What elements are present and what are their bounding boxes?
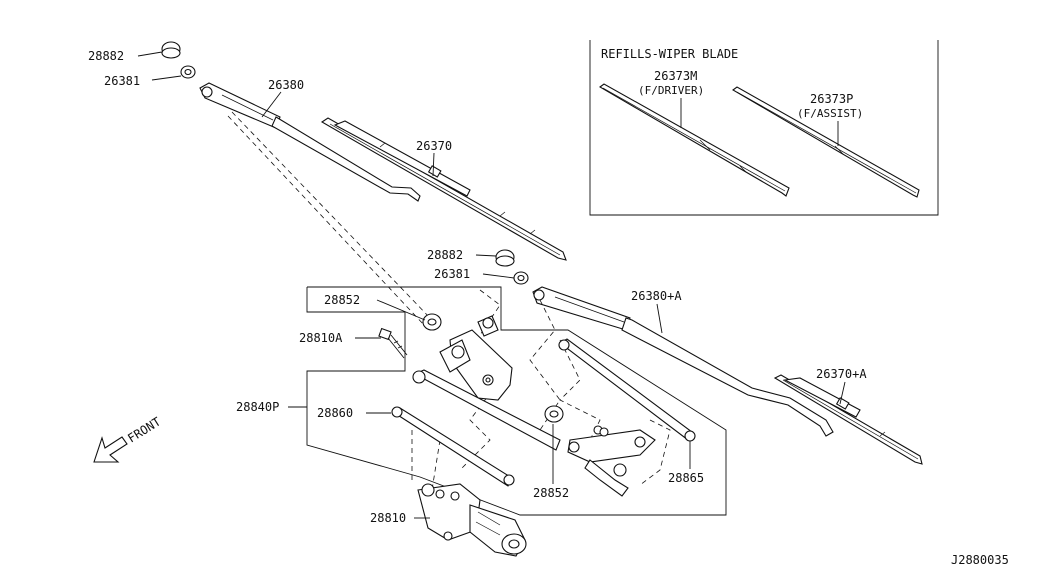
leader-nut-top	[151, 75, 182, 81]
bolt-part	[378, 327, 408, 359]
callout-arm-assist: 26380+A	[631, 289, 682, 303]
callout-pivot-lower: 28852	[533, 486, 569, 500]
leader-nut-mid	[482, 273, 515, 279]
rod-part	[391, 406, 515, 487]
refill-driver-part-number: 26373M	[654, 69, 697, 83]
refill-driver-note: (F/DRIVER)	[638, 84, 704, 97]
pivot-lower-part	[544, 405, 564, 423]
callout-arm-driver: 26380	[268, 78, 304, 92]
wiper-motor-part	[417, 483, 527, 557]
nut-mid-part	[513, 271, 529, 285]
front-label: FRONT	[125, 415, 163, 446]
leader-arm-driver	[261, 91, 282, 118]
refills-inset: REFILLS-WIPER BLADE 26373M (F/DRIVER) 26…	[589, 40, 939, 216]
callout-linkage-assembly: 28840P	[236, 400, 279, 414]
wiper-arm-assist	[532, 286, 834, 437]
refill-strip-assist	[732, 86, 920, 198]
nut-top-part	[180, 65, 196, 79]
cap-mid-part	[495, 249, 515, 267]
cap-top-part	[161, 41, 181, 59]
refills-title: REFILLS-WIPER BLADE	[601, 47, 738, 61]
callout-cap-mid: 28882	[427, 248, 463, 262]
leader-cap-mid	[475, 254, 497, 257]
callout-motor: 28810	[370, 511, 406, 525]
refill-assist-note: (F/ASSIST)	[797, 107, 863, 120]
callout-pivot-upper: 28852	[324, 293, 360, 307]
callout-nut-mid: 26381	[434, 267, 470, 281]
leader-arm-assist	[656, 303, 663, 334]
callout-blade-assist: 26370+A	[816, 367, 867, 381]
wiper-blade-assist	[773, 374, 923, 465]
callout-blade-driver: 26370	[416, 139, 452, 153]
leader-cap-top	[137, 51, 163, 57]
diagram-code: J2880035	[951, 553, 1009, 567]
wiper-blade-driver	[320, 117, 567, 261]
callout-rod: 28860	[317, 406, 353, 420]
leader-blade-driver	[432, 152, 435, 177]
linkage-frame	[412, 315, 696, 497]
leader-pivot-upper	[376, 299, 426, 321]
pivot-upper-part	[422, 313, 442, 331]
callout-nut-top: 26381	[104, 74, 140, 88]
callout-cap-top: 28882	[88, 49, 124, 63]
callout-pivot-right: 28865	[668, 471, 704, 485]
leader-blade-assist	[839, 381, 846, 405]
refill-assist-part-number: 26373P	[810, 92, 853, 106]
linkage-assembly-boundary	[306, 286, 727, 516]
front-arrow-icon	[93, 436, 128, 463]
wiper-arm-driver	[199, 82, 421, 202]
refill-strip-driver	[599, 83, 790, 197]
callout-bolt: 28810A	[299, 331, 343, 345]
